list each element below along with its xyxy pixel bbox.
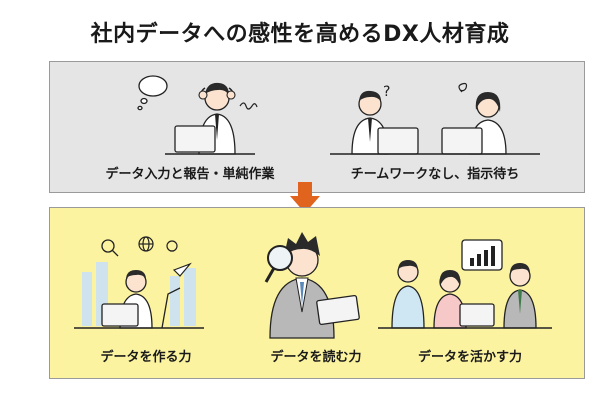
data-creation-illustration (74, 236, 204, 329)
caption-read-data: データを読む力 (270, 350, 362, 365)
colleague-center (433, 270, 467, 329)
chart-board-icon (461, 239, 503, 271)
down-arrow-icon (290, 182, 320, 213)
caption-create-data: データを作る力 (100, 350, 192, 365)
before-panel: データ入力と報告・単純作業 ? チームワークなし、指示待ち (49, 61, 585, 193)
data-utilization-illustration (378, 239, 552, 329)
question-mark: ? (383, 84, 390, 100)
stressed-worker-illustration (137, 75, 258, 155)
lightbulb-icon (166, 240, 178, 252)
colleague-left (391, 260, 425, 329)
caption-use-data: データを活かす力 (417, 350, 523, 365)
magnifier-icon (101, 239, 119, 257)
data-reading-illustration (264, 232, 360, 339)
isolated-workers-illustration: ? (330, 82, 540, 155)
caption-before-left: データ入力と報告・単純作業 (105, 167, 275, 182)
globe-icon (138, 236, 154, 252)
paper-plane-icon (172, 262, 192, 277)
page-title: 社内データへの感性を高めるDX人材育成 (90, 22, 510, 47)
thought-cloud-icon (137, 75, 168, 111)
after-panel: データを作る力 データを読む力 (49, 207, 585, 379)
caption-before-right: チームワークなし、指示待ち (350, 167, 520, 182)
magnifier-icon (264, 245, 293, 283)
colleague-right (503, 263, 537, 329)
